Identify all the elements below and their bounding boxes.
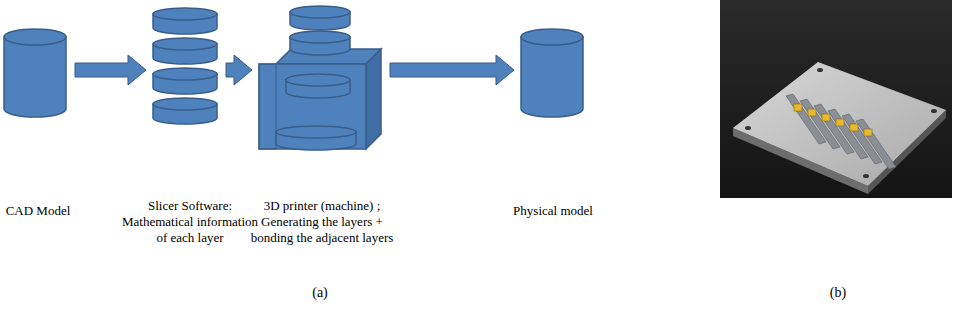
stage-shape: Slicer Software: Mathematical informatio… [152, 6, 218, 130]
subfigure-label: (b) [830, 285, 846, 301]
shape-outline [152, 6, 218, 130]
shape-outline [520, 28, 584, 118]
block-arrow [390, 55, 514, 85]
block-arrow [226, 55, 252, 85]
stage-shape: CAD Model [3, 28, 67, 118]
stage-caption: Physical model [498, 203, 608, 219]
stage-shape: Physical model [520, 28, 584, 118]
stage-caption: CAD Model [0, 203, 93, 219]
stage-shape: 3D printer (machine) ; Generating the la… [258, 4, 382, 156]
block-arrow [75, 55, 146, 85]
subfigure-label: (a) [312, 285, 328, 301]
shape-outline [258, 4, 382, 156]
stage-caption: Slicer Software: Mathematical informatio… [120, 198, 260, 246]
shape-outline [3, 28, 67, 118]
stage-caption: 3D printer (machine) ; Generating the la… [241, 198, 403, 246]
